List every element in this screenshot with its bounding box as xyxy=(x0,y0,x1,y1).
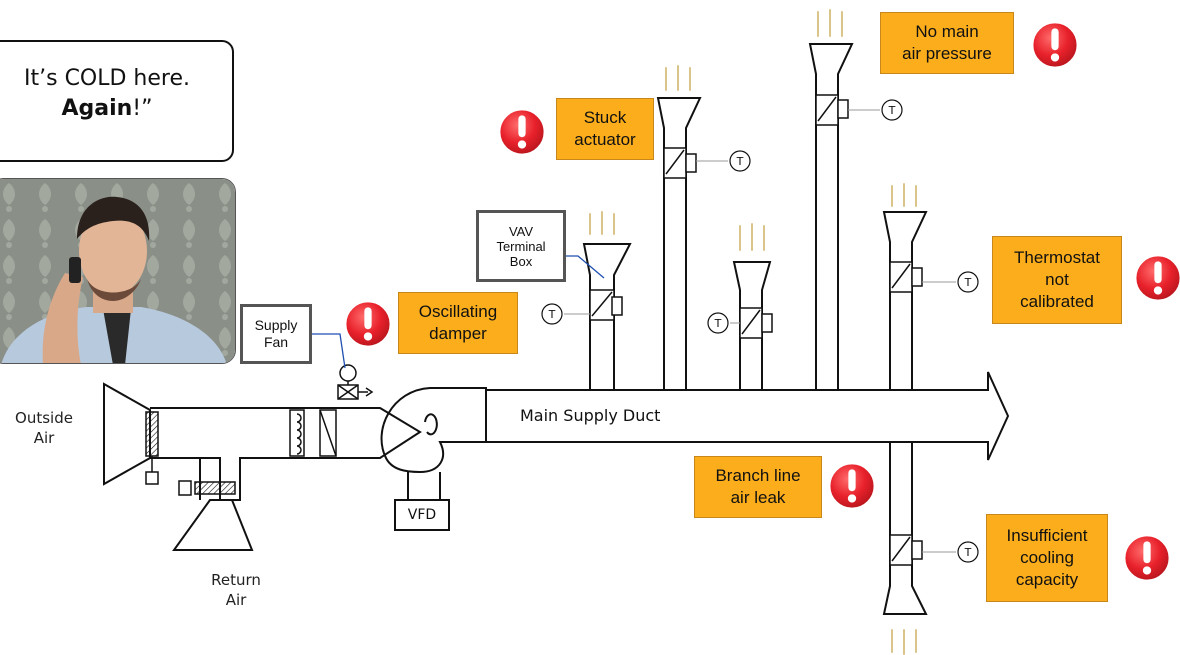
outside-air-label-line2: Air xyxy=(33,429,55,447)
vav-label-line2: Terminal xyxy=(496,238,546,254)
branch-duct-down xyxy=(882,442,928,615)
branch-duct-2 xyxy=(656,97,702,390)
thermostat-label: T xyxy=(548,308,556,321)
branch-duct-3 xyxy=(732,261,772,390)
fault-oscillating-line1: Oscillating xyxy=(418,302,498,321)
fault-insufficient-line2: cooling xyxy=(1020,548,1074,567)
vav-label-line3: Box xyxy=(509,253,533,269)
fault-no-pressure-line1: No main xyxy=(915,22,979,41)
alert-icon xyxy=(343,299,393,349)
thermostat-2 xyxy=(729,150,751,172)
person-on-phone-photo xyxy=(0,178,236,364)
fault-thermostat-not-calibrated: Thermostat not calibrated xyxy=(992,236,1122,324)
speech-bubble: It’s COLD here. Again!” xyxy=(0,40,234,162)
fault-insufficient-line1: Insufficient xyxy=(1006,526,1088,545)
supply-fan-label-line1: Supply xyxy=(254,317,298,333)
speech-emphasis: Again xyxy=(61,96,133,121)
alert-icon xyxy=(1030,20,1080,70)
thermostat-3 xyxy=(707,312,729,334)
thermostat-1 xyxy=(541,303,563,325)
thermostat-6 xyxy=(957,541,979,563)
fault-oscillating-line2: damper xyxy=(429,324,487,343)
fault-stuck-line2: actuator xyxy=(574,130,636,149)
fault-no-main-air-pressure: No main air pressure xyxy=(880,12,1014,74)
alert-icon xyxy=(827,461,877,511)
branch-duct-5 xyxy=(882,211,928,390)
fault-oscillating-damper: Oscillating damper xyxy=(398,292,518,354)
thermostat-label: T xyxy=(964,276,972,289)
supply-fan-housing xyxy=(380,387,487,474)
alert-icon xyxy=(497,107,547,157)
fault-no-pressure-line2: air pressure xyxy=(902,44,992,63)
speech-line-2-rest: !” xyxy=(132,96,153,121)
speech-line-1: It’s COLD here. xyxy=(24,66,190,91)
vav-label-line1: VAV xyxy=(508,223,534,239)
fault-thermostat-line1: Thermostat xyxy=(1014,248,1100,267)
fault-insufficient-cooling-capacity: Insufficient cooling capacity xyxy=(986,514,1108,602)
fault-insufficient-line3: capacity xyxy=(1015,570,1079,589)
thermostat-4 xyxy=(881,99,903,121)
vfd-label: VFD xyxy=(407,507,437,523)
thermostat-label: T xyxy=(964,546,972,559)
fault-branch-line1: Branch line xyxy=(715,466,801,485)
branch-duct-4 xyxy=(808,43,854,390)
fault-thermostat-line2: not xyxy=(1045,270,1069,289)
fault-stuck-actuator: Stuck actuator xyxy=(556,98,654,160)
return-air-hood xyxy=(172,499,254,551)
vav-terminal-box-label: VAV Terminal Box xyxy=(476,210,566,282)
alert-icon xyxy=(1122,533,1172,583)
air-handler-casing xyxy=(150,407,422,501)
return-air-label-line2: Air xyxy=(225,591,247,609)
main-supply-duct-label: Main Supply Duct xyxy=(520,406,661,425)
fault-branch-line2: air leak xyxy=(730,488,786,507)
supply-fan-label: Supply Fan xyxy=(240,304,312,364)
alert-icon xyxy=(1133,253,1180,303)
outside-air-label-line1: Outside xyxy=(15,409,73,427)
thermostat-label: T xyxy=(714,317,722,330)
fault-branch-line-air-leak: Branch line air leak xyxy=(694,456,822,518)
main-supply-duct xyxy=(486,371,1010,461)
thermostat-label: T xyxy=(736,155,744,168)
speech-line-2: Again!” xyxy=(0,94,232,124)
supply-fan-label-line2: Fan xyxy=(263,334,289,350)
outside-air-hood xyxy=(103,382,151,486)
fault-stuck-line1: Stuck xyxy=(583,108,627,127)
return-air-label: Return Air xyxy=(196,570,276,610)
thermostat-5 xyxy=(957,271,979,293)
outside-air-label: Outside Air xyxy=(4,408,84,448)
fault-thermostat-line3: calibrated xyxy=(1020,292,1094,311)
thermostat-label: T xyxy=(888,104,896,117)
return-air-label-line1: Return xyxy=(211,571,261,589)
